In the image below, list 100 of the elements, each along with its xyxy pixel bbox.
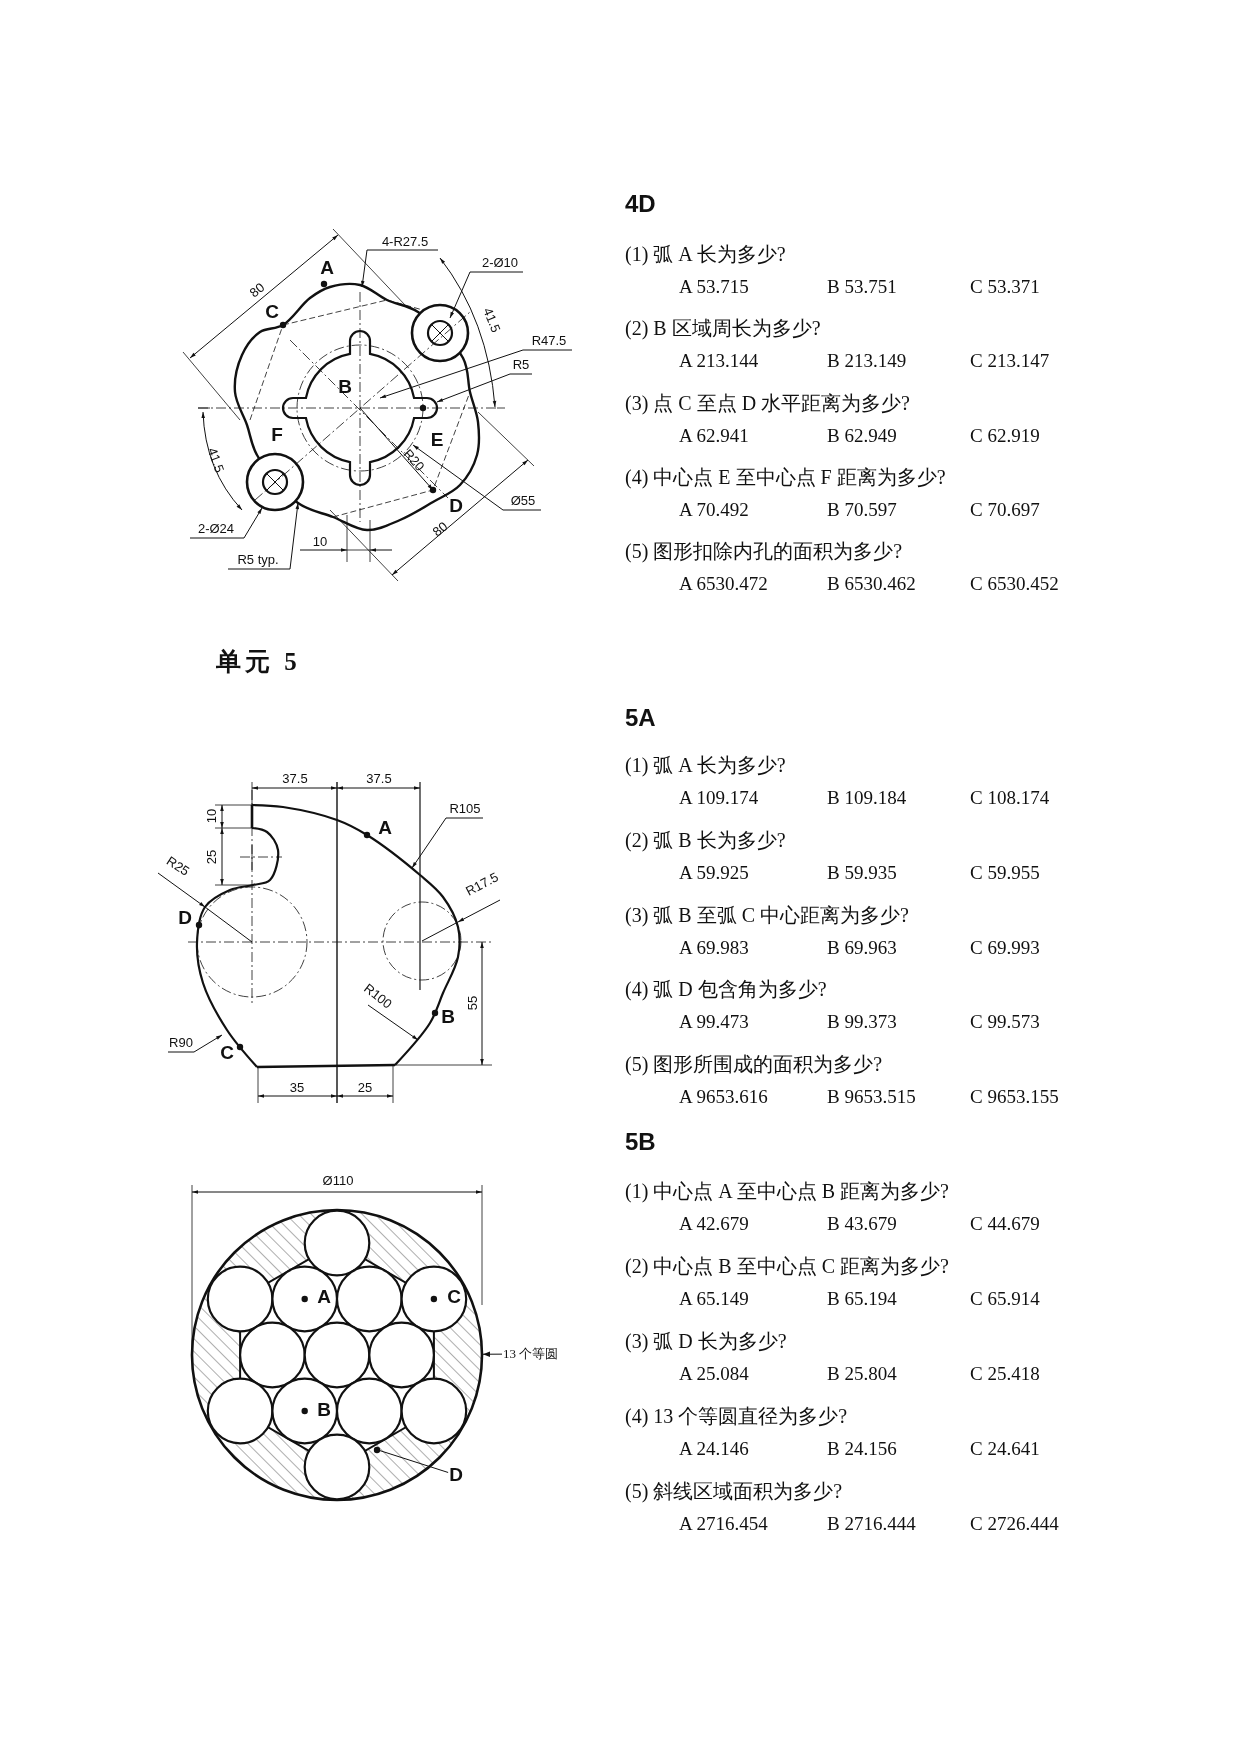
answer-option: B 213.149 [827, 350, 907, 373]
answer-option: C 213.147 [970, 350, 1050, 373]
question-text: (3) 点 C 至点 D 水平距离为多少? [625, 390, 910, 417]
point-label: B [441, 1006, 455, 1028]
answer-option: B 62.949 [827, 424, 897, 447]
dimension-label: 80 [429, 518, 451, 540]
dimension-label: 80 [246, 279, 268, 301]
dimension-label: 25 [357, 1079, 373, 1095]
answer-option: C 65.914 [970, 1288, 1040, 1310]
answer-option: C 59.955 [970, 861, 1040, 884]
answer-option: A 70.492 [679, 498, 749, 521]
answer-option: C 69.993 [970, 936, 1040, 959]
point-label: A [320, 257, 334, 279]
dimension-label: R25 [163, 853, 193, 879]
answer-option: C 25.418 [970, 1363, 1040, 1385]
point-label: D [449, 1464, 463, 1486]
point-label: B [317, 1399, 331, 1421]
answer-option: B 53.751 [827, 276, 897, 298]
leader-line [482, 1351, 503, 1357]
point-label: C [220, 1042, 234, 1064]
answer-option: A 62.941 [679, 424, 749, 447]
section-heading: 5B [625, 1128, 656, 1156]
point-label: D [449, 495, 463, 517]
answer-option: C 6530.452 [970, 573, 1059, 596]
answer-option: C 24.641 [970, 1438, 1040, 1460]
dimension-label: 2-Ø24 [197, 520, 235, 536]
answer-option: C 108.174 [970, 787, 1050, 809]
dimension-label: 25 [203, 849, 219, 865]
dimension-label: Ø110 [322, 1172, 354, 1188]
answer-option: B 99.373 [827, 1011, 897, 1034]
answer-option: A 6530.472 [679, 573, 768, 596]
answer-option: B 65.194 [827, 1288, 897, 1310]
answer-option: B 43.679 [827, 1213, 897, 1235]
answer-option: A 53.715 [679, 276, 749, 298]
dimension-label: 35 [289, 1079, 305, 1095]
answer-option: A 59.925 [679, 861, 749, 884]
point-label: C [447, 1286, 461, 1308]
answer-option: B 69.963 [827, 936, 897, 959]
answer-option: C 53.371 [970, 276, 1040, 298]
question-text: (2) 中心点 B 至中心点 C 距离为多少? [625, 1253, 949, 1280]
answer-option: B 6530.462 [827, 573, 916, 596]
section-heading: 4D [625, 190, 656, 218]
answer-option: A 109.174 [679, 787, 759, 809]
section-heading: 5A [625, 704, 656, 732]
callout-text: 13 个等圆 [503, 1345, 559, 1363]
dimension-label: R5 [512, 356, 530, 372]
dimension-label: R20 [400, 446, 428, 474]
dimension-label: R90 [169, 1034, 193, 1050]
answer-option: B 109.184 [827, 787, 907, 809]
question-text: (2) 弧 B 长为多少? [625, 827, 786, 854]
dimension-label: 37.5 [366, 770, 392, 786]
dimension-label: 41.5 [204, 445, 228, 475]
question-text: (3) 弧 D 长为多少? [625, 1328, 787, 1355]
answer-option: B 24.156 [827, 1438, 897, 1460]
dimension-label: 41.5 [480, 305, 504, 335]
question-text: (1) 弧 A 长为多少? [625, 241, 786, 268]
question-text: (2) B 区域周长为多少? [625, 315, 821, 342]
point-label: A [378, 817, 392, 839]
point-label: B [338, 376, 352, 398]
dimension-label: 37.5 [282, 770, 308, 786]
answer-option: A 42.679 [679, 1213, 749, 1235]
answer-option: B 59.935 [827, 861, 897, 884]
dimension-label: 10 [312, 533, 328, 549]
question-text: (5) 斜线区域面积为多少? [625, 1478, 843, 1505]
leader-line [377, 1449, 449, 1473]
question-text: (4) 弧 D 包含角为多少? [625, 976, 827, 1003]
dimension-label: Ø55 [510, 492, 536, 508]
question-text: (5) 图形扣除内孔的面积为多少? [625, 538, 903, 565]
answer-option: C 62.919 [970, 424, 1040, 447]
unit-heading: 单元 5 [216, 646, 301, 677]
answer-option: A 25.084 [679, 1363, 749, 1385]
dimension-label: R105 [449, 800, 481, 816]
answer-option: A 2716.454 [679, 1513, 768, 1535]
answer-option: C 99.573 [970, 1011, 1040, 1034]
question-text: (4) 中心点 E 至中心点 F 距离为多少? [625, 464, 946, 491]
answer-option: C 2726.444 [970, 1513, 1059, 1535]
point-label: D [178, 907, 192, 929]
dimension-label: 2-Ø10 [481, 254, 519, 270]
dimension-label: 55 [464, 995, 480, 1011]
answer-option: C 9653.155 [970, 1086, 1059, 1109]
question-text: (3) 弧 B 至弧 C 中心距离为多少? [625, 902, 909, 929]
answer-option: A 99.473 [679, 1011, 749, 1034]
point-label: A [317, 1286, 331, 1308]
answer-option: A 213.144 [679, 350, 759, 373]
answer-option: B 70.597 [827, 498, 897, 521]
answer-option: A 24.146 [679, 1438, 749, 1460]
question-text: (1) 中心点 A 至中心点 B 距离为多少? [625, 1178, 949, 1205]
point-label: C [265, 301, 279, 323]
answer-option: A 69.983 [679, 936, 749, 959]
answer-option: B 9653.515 [827, 1086, 916, 1109]
dimension-label: R47.5 [531, 332, 567, 348]
question-text: (5) 图形所围成的面积为多少? [625, 1051, 883, 1078]
dimension-label: 4-R27.5 [381, 233, 429, 249]
dimension-label: 10 [203, 808, 219, 824]
dimension-label: R5 typ. [237, 551, 279, 567]
answer-option: B 25.804 [827, 1363, 897, 1385]
point-label: F [271, 424, 283, 446]
question-text: (1) 弧 A 长为多少? [625, 752, 786, 779]
point-label: E [430, 429, 444, 451]
question-text: (4) 13 个等圆直径为多少? [625, 1403, 848, 1430]
